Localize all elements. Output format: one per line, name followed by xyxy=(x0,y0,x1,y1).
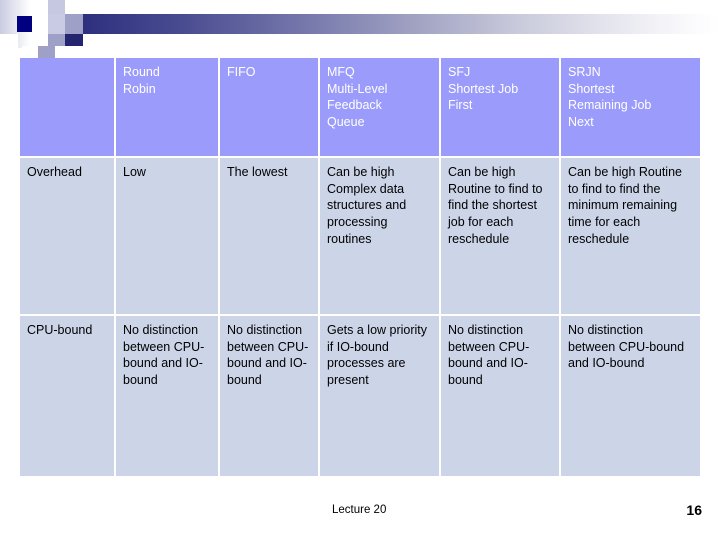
cell-paragraph: No distinction between CPU-bound and IO-… xyxy=(568,323,685,371)
decor-square-2 xyxy=(17,16,32,32)
page-number: 16 xyxy=(686,502,702,518)
header-line: FIFO xyxy=(227,65,256,79)
header-line: Remaining Job xyxy=(568,98,652,113)
header-cell-srjn: SRJN Shortest Remaining Job Next xyxy=(561,58,700,156)
cell-cpubound-fifo: No distinction between CPU-bound and IO-… xyxy=(220,316,318,476)
header-line: Robin xyxy=(123,81,156,96)
header-line: Feedback xyxy=(327,98,382,113)
cell-paragraph: Can be high Routine to find to find the … xyxy=(448,165,543,246)
row-label-overhead: Overhead xyxy=(20,158,114,314)
cell-paragraph: Can be high Complex data structures and … xyxy=(327,165,407,246)
cell-cpubound-mfq: Gets a low priority if IO-bound processe… xyxy=(320,316,439,476)
header-cell-fifo: FIFO xyxy=(220,58,318,156)
slide-footer: Lecture 20 16 xyxy=(0,502,720,534)
row-label-cpu-bound: CPU-bound xyxy=(20,316,114,476)
header-line: Shortest xyxy=(568,81,615,96)
header-line: Shortest Job xyxy=(448,81,519,96)
cell-cpubound-srjn: No distinction between CPU-bound and IO-… xyxy=(561,316,700,476)
header-cell-round-robin: Round Robin xyxy=(116,58,218,156)
scheduling-comparison-table: Round Robin FIFO MFQ Multi-Level Feedbac… xyxy=(18,56,702,478)
gradient-bar-decoration xyxy=(48,14,720,34)
header-line: MFQ xyxy=(327,65,355,79)
table-row: Overhead Low The lowest Can be high Comp… xyxy=(20,158,700,314)
header-line: Round xyxy=(123,65,160,79)
header-line: Next xyxy=(568,114,594,129)
cell-overhead-round-robin: Low xyxy=(116,158,218,314)
decor-square-13 xyxy=(0,34,18,60)
decor-square-3 xyxy=(48,0,65,14)
header-line: SFJ xyxy=(448,65,471,79)
table-row: CPU-bound No distinction between CPU-bou… xyxy=(20,316,700,476)
decor-square-11 xyxy=(38,46,55,60)
slide-header-decoration xyxy=(0,0,720,60)
cell-paragraph: No distinction between CPU-bound and IO-… xyxy=(123,323,205,387)
cell-cpubound-round-robin: No distinction between CPU-bound and IO-… xyxy=(116,316,218,476)
decor-square-8 xyxy=(48,34,65,48)
cell-overhead-sfj: Can be high Routine to find to find the … xyxy=(441,158,559,314)
decor-square-7 xyxy=(30,34,48,48)
cell-cpubound-sfj: No distinction between CPU-bound and IO-… xyxy=(441,316,559,476)
decor-square-4 xyxy=(65,0,83,14)
header-cell-corner xyxy=(20,58,114,156)
cell-paragraph: The lowest xyxy=(227,165,288,179)
header-cell-mfq: MFQ Multi-Level Feedback Queue xyxy=(320,58,439,156)
decor-square-12 xyxy=(55,46,155,60)
cell-paragraph: No distinction between CPU-bound and IO-… xyxy=(227,323,309,387)
header-line: First xyxy=(448,98,473,113)
decor-square-1 xyxy=(30,14,48,34)
header-line: SRJN xyxy=(568,65,601,79)
header-line: Queue xyxy=(327,114,365,129)
decor-square-6 xyxy=(65,14,83,34)
cell-overhead-srjn: Can be high Routine to find to find the … xyxy=(561,158,700,314)
decor-square-10 xyxy=(22,46,38,60)
cell-paragraph: Gets a low priority if IO-bound processe… xyxy=(327,323,428,387)
cell-paragraph: Low xyxy=(123,165,146,179)
header-cell-sfj: SFJ Shortest Job First xyxy=(441,58,559,156)
header-line: Multi-Level xyxy=(327,81,388,96)
cell-overhead-fifo: The lowest xyxy=(220,158,318,314)
cell-overhead-mfq: Can be high Complex data structures and … xyxy=(320,158,439,314)
table-header-row: Round Robin FIFO MFQ Multi-Level Feedbac… xyxy=(20,58,700,156)
cell-paragraph: No distinction between CPU-bound and IO-… xyxy=(448,323,530,387)
cell-paragraph: Can be high Routine to find to find the … xyxy=(568,165,682,246)
footer-lecture-label: Lecture 20 xyxy=(332,504,387,516)
decor-square-5 xyxy=(48,14,65,34)
decor-square-9 xyxy=(65,34,83,48)
